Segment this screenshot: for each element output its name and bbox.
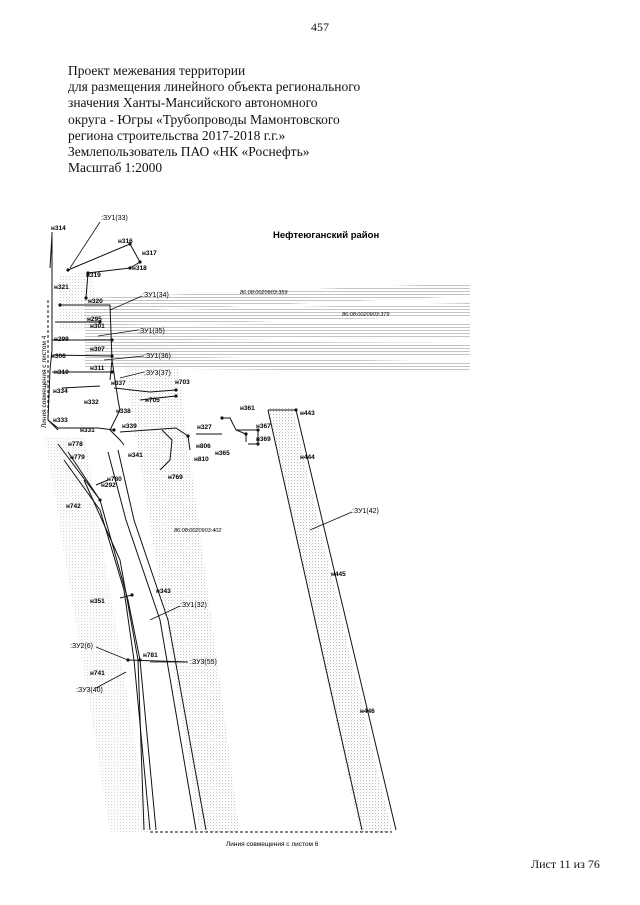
point-label: н443 <box>300 410 315 417</box>
parcel-label: :ЗУ2(6) <box>70 643 93 650</box>
point-label: н299 <box>54 336 69 343</box>
shaded-area <box>45 270 392 832</box>
match-line-label-left: Линия совмещения с листом 4 <box>41 335 48 428</box>
point-label: н310 <box>54 369 69 376</box>
point-label: н311 <box>90 365 105 372</box>
point-label: н314 <box>51 225 66 232</box>
match-line-label-bottom: Линия совмещения с листом 6 <box>226 841 319 848</box>
point-label: н338 <box>116 408 131 415</box>
header-line: Масштаб 1:2000 <box>68 160 163 176</box>
parcel-label: :ЗУ1(35) <box>138 328 165 335</box>
parcel-label: :ЗУ1(33) <box>101 215 128 222</box>
district-name: Нефтеюганский район <box>273 230 379 241</box>
point-label: н446 <box>360 708 375 715</box>
parcel-label: :ЗУ1(36) <box>144 353 171 360</box>
point-label: н365 <box>215 450 230 457</box>
boundary-lines <box>47 232 397 831</box>
point-label: н779 <box>70 454 85 461</box>
point-label: н810 <box>194 456 209 463</box>
point-label: н334 <box>53 388 68 395</box>
point-label: н361 <box>240 405 255 412</box>
parcel-label: :ЗУ3(55) <box>190 659 217 666</box>
point-label: н306 <box>51 353 66 360</box>
parcel-label: :ЗУ3(40) <box>76 687 103 694</box>
point-label: н321 <box>54 284 69 291</box>
point-label: н703 <box>175 379 190 386</box>
point-label: н769 <box>168 474 183 481</box>
match-lines <box>47 300 392 833</box>
point-label: н741 <box>90 670 105 677</box>
point-label: н444 <box>300 454 315 461</box>
point-markers <box>58 242 298 662</box>
point-label: н331 <box>80 427 95 434</box>
point-label: н292 <box>101 482 116 489</box>
point-label: н343 <box>156 588 171 595</box>
cadastral-label: 86:08:0020903:379 <box>342 312 389 318</box>
cadastral-label: 86:08:0020903:402 <box>174 528 221 534</box>
document-header: Проект межевания территории для размещен… <box>68 63 360 176</box>
point-label: н316 <box>118 238 133 245</box>
point-label: н778 <box>68 441 83 448</box>
sheet-number: Лист 11 из 76 <box>531 857 600 871</box>
header-line: округа - Югры «Трубопроводы Мамонтовског… <box>68 111 340 127</box>
point-label: н332 <box>84 399 99 406</box>
point-label: н301 <box>90 323 105 330</box>
point-label: н337 <box>111 380 126 387</box>
parcel-label: :ЗУ1(34) <box>142 292 169 299</box>
point-label: н295 <box>87 316 102 323</box>
point-label: н742 <box>66 503 81 510</box>
point-label: н307 <box>90 346 105 353</box>
cadastral-label: 86:08:0020903:359 <box>240 290 287 296</box>
leader-lines <box>69 221 353 689</box>
point-label: н319 <box>86 272 101 279</box>
point-label: н806 <box>196 443 211 450</box>
parcel-labels: :ЗУ1(33) :ЗУ1(34) :ЗУ1(35) :ЗУ1(36) :ЗУ3… <box>70 215 379 694</box>
header-line: Землепользователь ПАО «НК «Роснефть» <box>68 144 310 160</box>
header-line: Проект межевания территории <box>68 63 246 78</box>
parcel-label: :ЗУ1(42) <box>352 508 379 515</box>
easement-bands <box>85 283 470 372</box>
point-labels: н314 н316 н317 н318 н319 н321 н320 н295 … <box>51 225 375 715</box>
point-label: н781 <box>143 652 158 659</box>
point-label: н780 <box>107 476 122 483</box>
point-label: н445 <box>331 571 346 578</box>
page-number: 457 <box>311 20 329 34</box>
point-label: н341 <box>128 452 143 459</box>
header-line: для размещения линейного объекта региона… <box>68 79 361 95</box>
point-label: н705 <box>145 397 160 404</box>
point-label: н333 <box>53 417 68 424</box>
point-label: н318 <box>132 265 147 272</box>
point-label: н369 <box>256 436 271 443</box>
point-label: н317 <box>142 250 157 257</box>
point-label: н339 <box>122 423 137 430</box>
header-line: региона строительства 2017-2018 г.г.» <box>68 127 286 143</box>
point-label: н327 <box>197 424 212 431</box>
point-label: н320 <box>88 298 103 305</box>
parcel-label: :ЗУ3(37) <box>144 370 171 377</box>
point-label: н367 <box>256 423 271 430</box>
header-line: значения Ханты-Мансийского автономного <box>68 95 318 111</box>
point-label: н351 <box>90 598 105 605</box>
parcel-label: :ЗУ1(32) <box>180 602 207 609</box>
